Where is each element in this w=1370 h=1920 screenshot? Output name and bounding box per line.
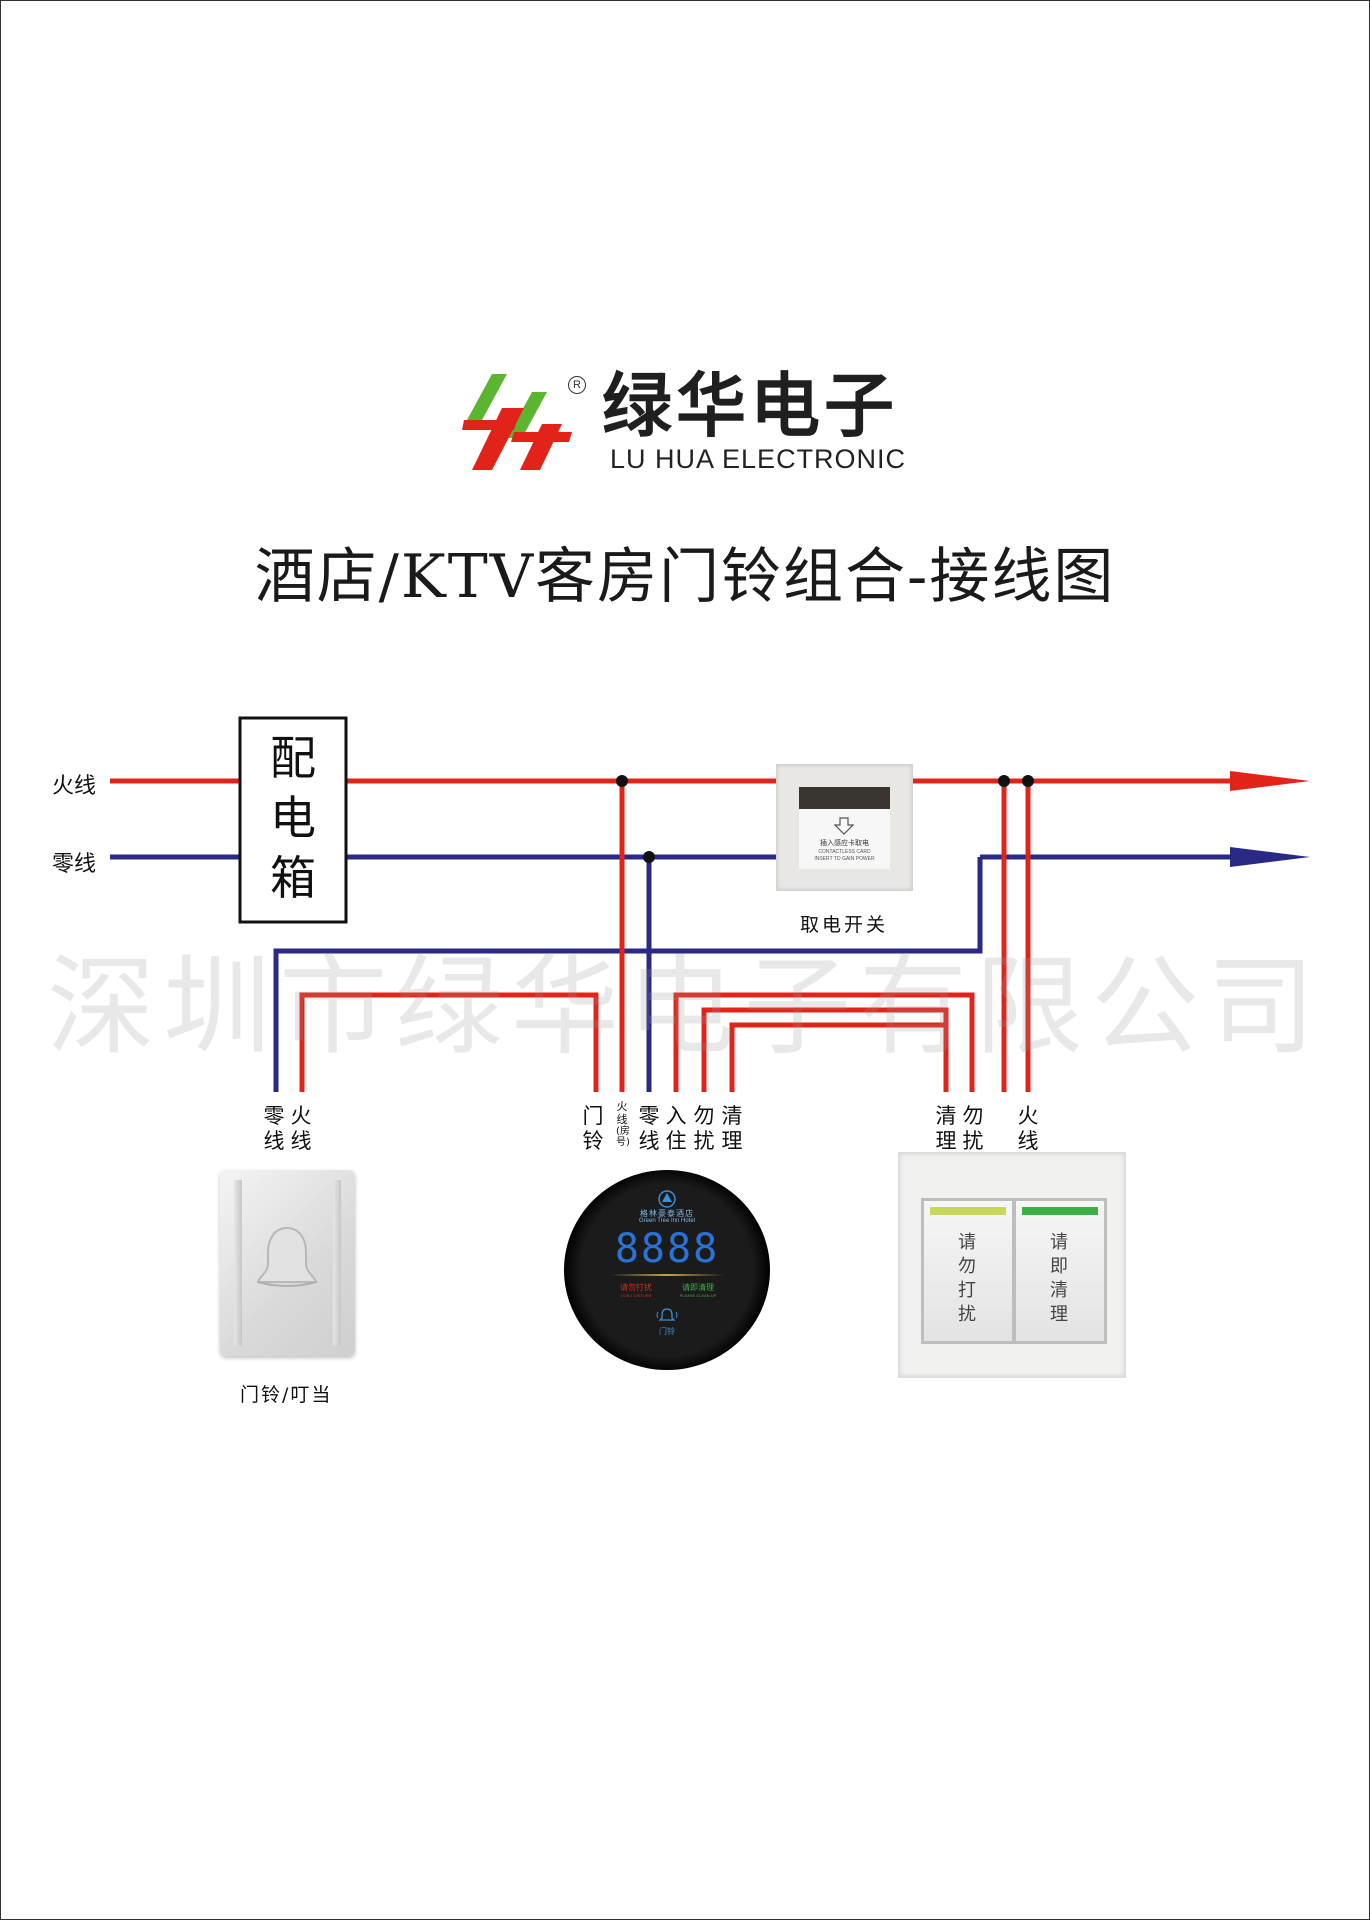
dnd-led-strip (930, 1207, 1006, 1215)
junction-dots (616, 775, 1034, 863)
doorbell-caption: 门铃/叮当 (240, 1384, 333, 1406)
insert-arrow-icon (834, 817, 854, 835)
dnd-switch-button[interactable]: 请勿打扰 (921, 1198, 1015, 1344)
live-line-label: 火线 (52, 774, 97, 799)
doorbell-terminal-live: 火线 (290, 1104, 312, 1153)
cleanup-wire (732, 1022, 949, 1092)
clean-indicator[interactable]: 请即清理 PLEASE CLEAN UP (668, 1282, 728, 1298)
neutral-arrow-icon (1230, 847, 1310, 867)
card-text: 插入感应卡取电 (820, 839, 869, 847)
live-wires (299, 781, 1031, 1092)
panel-terminal-clean: 清理 (721, 1104, 743, 1153)
card-face: 插入感应卡取电 CONTACTLESS CARD INSERT TO GAIN … (799, 809, 890, 869)
card-text-en1: CONTACTLESS CARD (818, 849, 871, 855)
panel-terminal-live-note: (房号) (616, 1126, 630, 1148)
dnd-indicator[interactable]: 请勿打扰 DON'T DISTURB (606, 1282, 666, 1298)
registered-mark: R (568, 376, 586, 394)
doorbell-ridge-left (234, 1180, 242, 1346)
room-display-panel[interactable]: 格林豪泰酒店 Green Tree Inn Hotel 8888 请勿打扰 DO… (564, 1170, 770, 1370)
brand-name-en: LU HUA ELECTRONIC (610, 444, 907, 474)
hotel-name-cn: 格林豪泰酒店 (640, 1209, 694, 1218)
panel-terminal-checkin: 入住 (665, 1104, 687, 1153)
power-switch-caption: 取电开关 (800, 914, 889, 936)
doorbell-device[interactable] (220, 1170, 355, 1356)
panel-terminal-neutral: 零线 (638, 1104, 660, 1153)
panel-terminal-live: 火线 (房号) (611, 1100, 633, 1148)
panel-terminal-dnd: 勿扰 (693, 1104, 715, 1153)
switch-terminal-dnd: 勿扰 (962, 1104, 984, 1153)
clean-indicator-cn: 请即清理 (682, 1283, 714, 1292)
clean-switch-button[interactable]: 请即清理 (1013, 1198, 1107, 1344)
room-number: 8888 (614, 1226, 720, 1272)
brand-name-cn: 绿华电子 (602, 365, 898, 447)
distribution-box-label: 配电箱 (270, 731, 316, 905)
dnd-indicator-en: DON'T DISTURB (620, 1293, 652, 1298)
live-arrow-icon (1230, 771, 1310, 791)
switch-terminal-live: 火线 (1017, 1104, 1039, 1153)
bell-touch-label: 门铃 (659, 1327, 675, 1336)
panel-terminal-bell: 门铃 (582, 1104, 604, 1153)
bell-icon (256, 1226, 318, 1287)
doorbell-terminal-neutral: 零线 (263, 1104, 285, 1153)
page-title: 酒店/KTV客房门铃组合-接线图 (254, 542, 1116, 612)
neutral-line-label: 零线 (52, 852, 97, 877)
panel-terminal-live-label: 火线 (616, 1100, 628, 1126)
watermark: 深圳市绿华电子有限公司 (46, 945, 1323, 1070)
card-slot (799, 787, 890, 809)
gold-divider (610, 1274, 724, 1276)
switched-neutral-wires (273, 857, 983, 1092)
hotel-logo-icon (658, 1190, 676, 1208)
clean-indicator-en: PLEASE CLEAN UP (679, 1293, 717, 1298)
doorbell-touch-icon[interactable] (656, 1306, 678, 1326)
dnd-button-label: 请勿打扰 (958, 1232, 976, 1325)
card-text-en2: INSERT TO GAIN POWER (814, 856, 875, 862)
hotel-name-en: Green Tree Inn Hotel (638, 1218, 696, 1224)
clean-led-strip (1022, 1207, 1098, 1215)
power-switch[interactable]: 插入感应卡取电 CONTACTLESS CARD INSERT TO GAIN … (776, 764, 913, 891)
dnd-indicator-cn: 请勿打扰 (620, 1283, 652, 1292)
dnd-clean-switch-panel: 请勿打扰 请即清理 (898, 1152, 1126, 1378)
switch-terminal-clean: 清理 (935, 1104, 957, 1153)
doorbell-ridge-right (333, 1180, 341, 1346)
luhua-logo-icon (462, 374, 572, 470)
brand-logo: R 绿华电子 LU HUA ELECTRONIC (462, 366, 1022, 482)
clean-button-label: 请即清理 (1050, 1232, 1068, 1325)
distribution-box (238, 716, 348, 924)
